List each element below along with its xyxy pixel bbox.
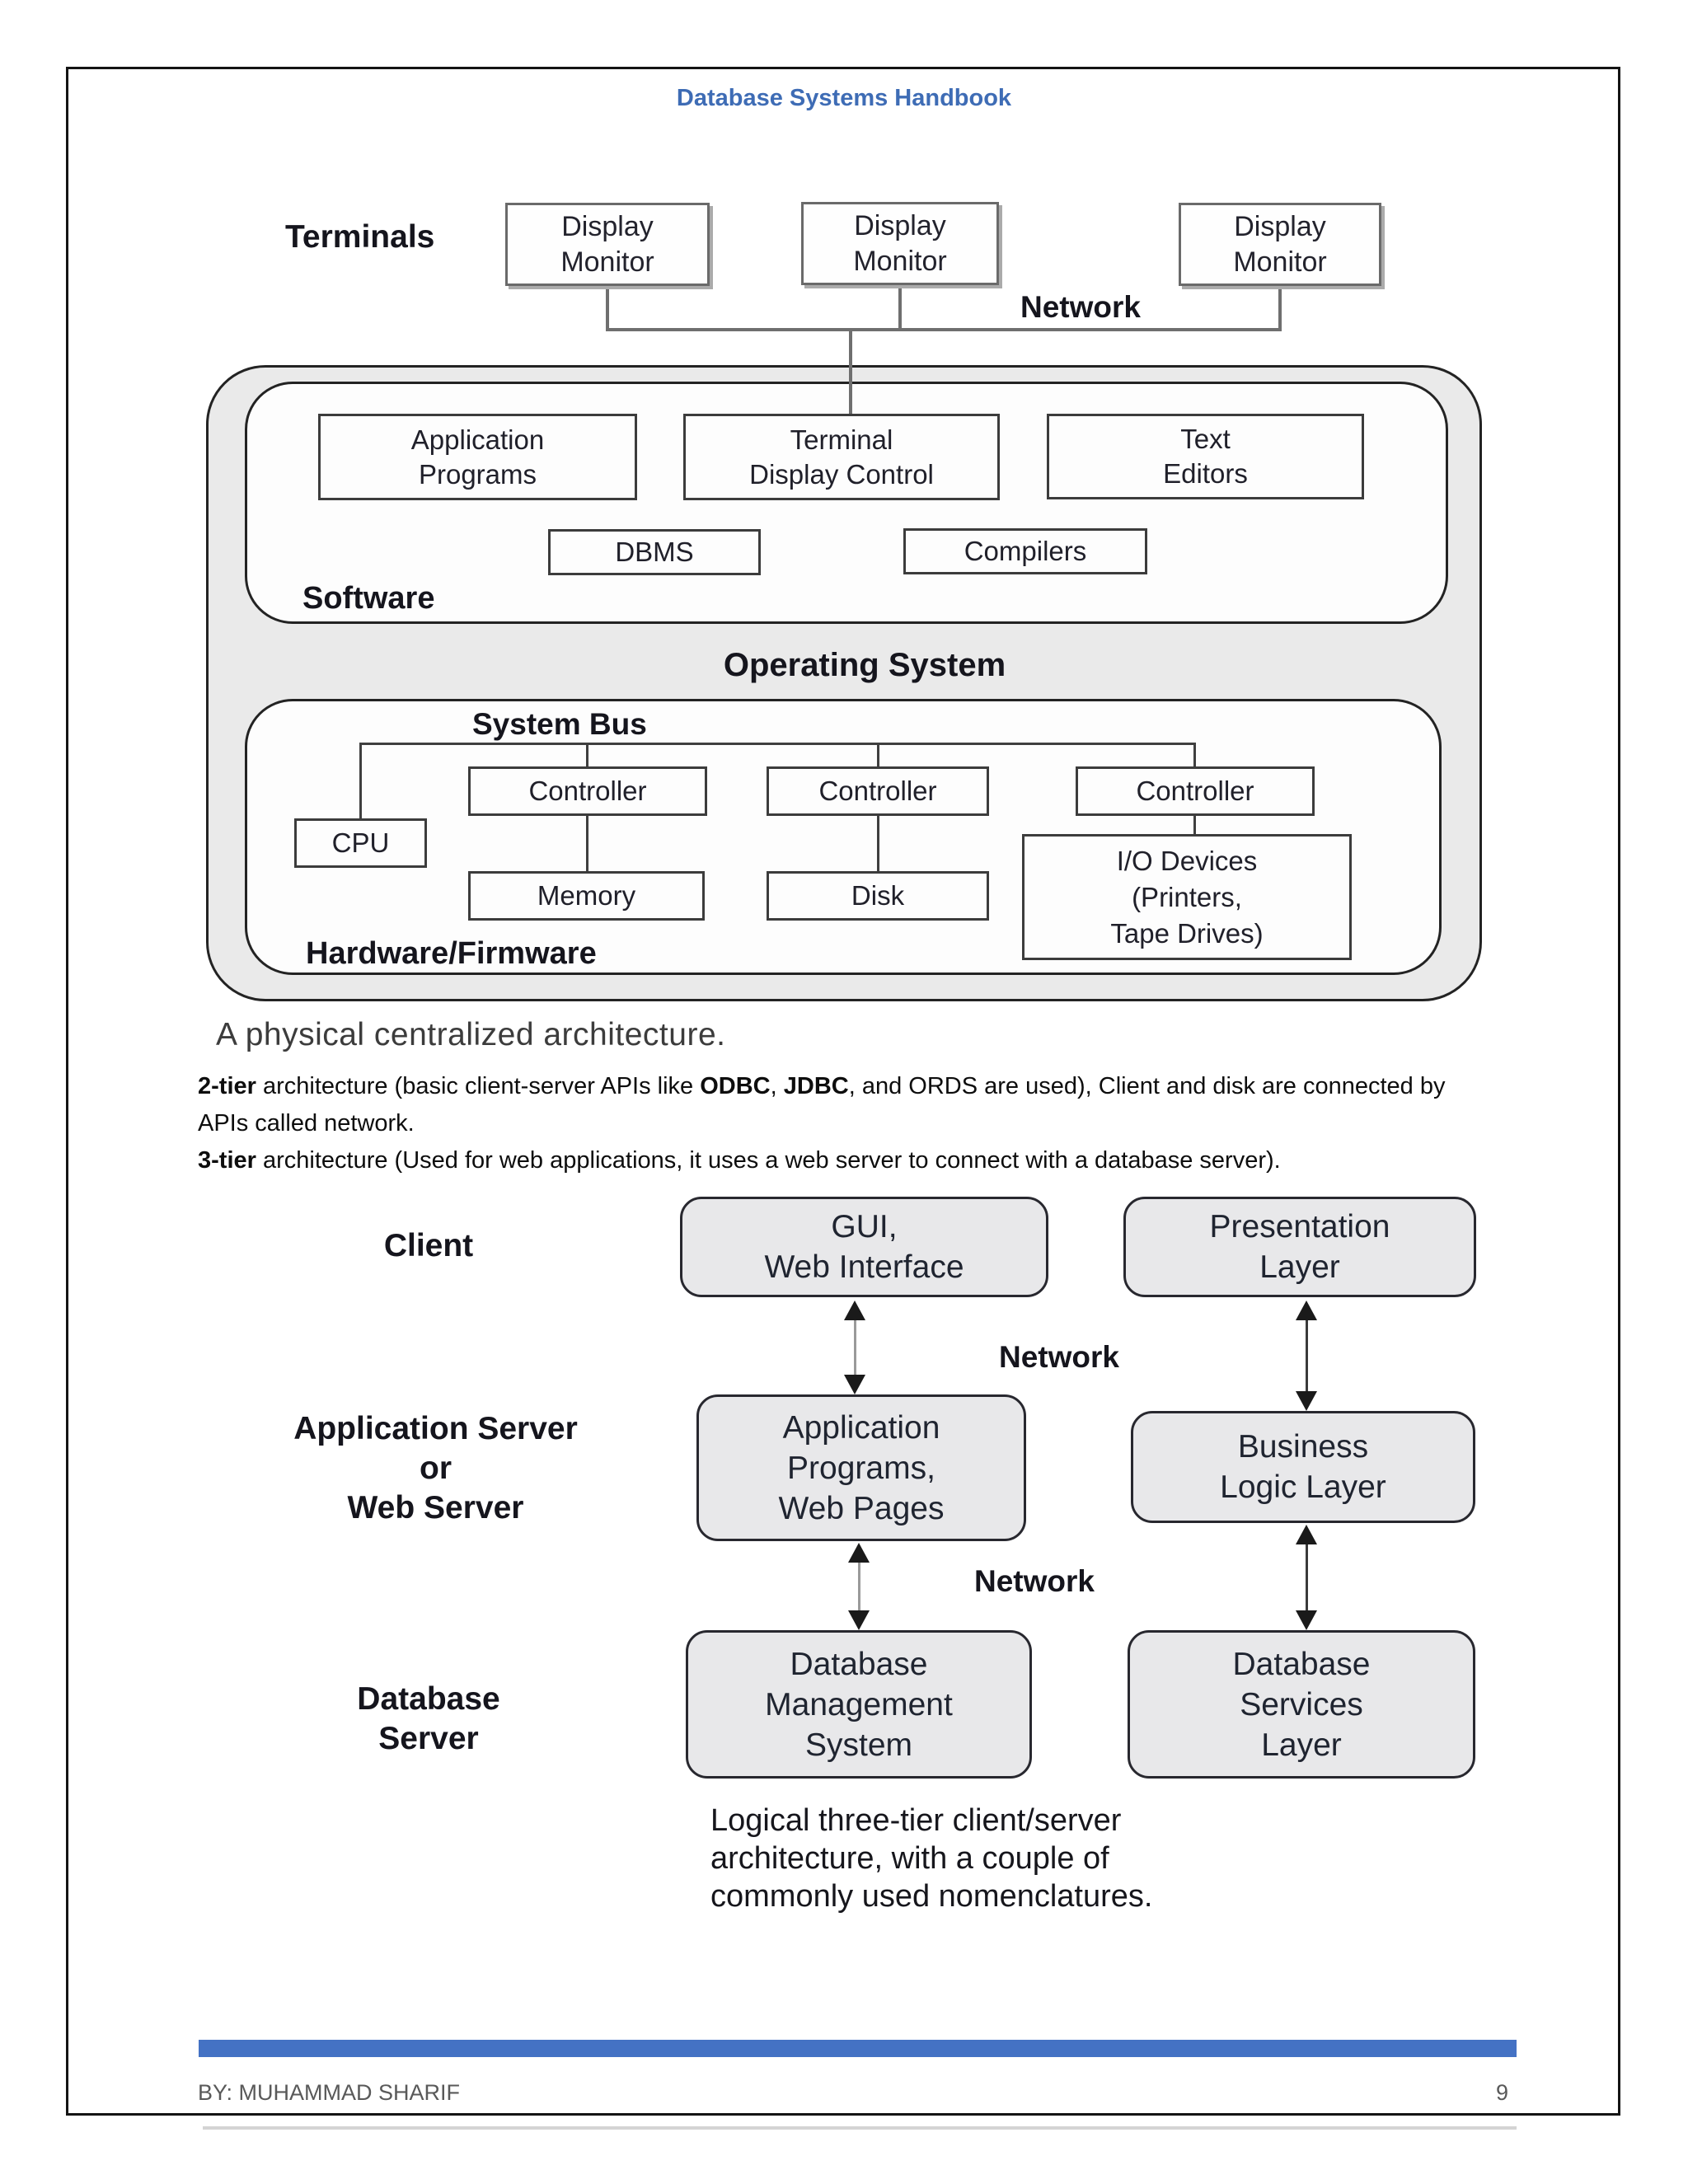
network-label-3: Network bbox=[974, 1564, 1095, 1598]
page-border bbox=[66, 67, 1620, 2116]
network-bus-line bbox=[606, 328, 1282, 331]
app-server-row-label: Application Server or Web Server bbox=[293, 1411, 578, 1526]
application-programs-box: Application Programs bbox=[318, 414, 637, 500]
text-bold: ODBC bbox=[700, 1073, 771, 1099]
figure2-caption: Logical three-tier client/server archite… bbox=[710, 1803, 1153, 1914]
tier-paragraphs: 2-tier architecture (basic client-server… bbox=[198, 1068, 1517, 1179]
business-logic-layer-box: Business Logic Layer bbox=[1131, 1411, 1475, 1523]
connector-line bbox=[1278, 286, 1282, 330]
text-bold: 3-tier bbox=[198, 1147, 256, 1174]
system-bus-label: System Bus bbox=[472, 707, 647, 741]
arrow-head-down bbox=[848, 1610, 870, 1630]
arrow-head-down bbox=[1296, 1610, 1317, 1630]
connector-line bbox=[877, 743, 879, 766]
connector-line bbox=[606, 286, 609, 330]
text-bold: 2-tier bbox=[198, 1073, 256, 1099]
arrow-shaft bbox=[1305, 1544, 1308, 1610]
connector-line bbox=[1193, 816, 1196, 834]
gui-web-interface-box: GUI, Web Interface bbox=[680, 1197, 1048, 1297]
application-programs-web-pages-box: Application Programs, Web Pages bbox=[696, 1394, 1026, 1541]
arrow-head-down bbox=[844, 1375, 865, 1394]
dbms-box: DBMS bbox=[548, 529, 761, 575]
network-label-1: Network bbox=[1020, 290, 1141, 324]
connector-line bbox=[586, 743, 588, 766]
io-devices-box: I/O Devices (Printers, Tape Drives) bbox=[1022, 834, 1352, 960]
double-arrow bbox=[842, 1301, 867, 1394]
footer-page-number: 9 bbox=[1495, 2080, 1508, 2105]
connector-line bbox=[359, 743, 362, 818]
connector-line bbox=[586, 816, 588, 871]
controller-box-1: Controller bbox=[468, 766, 707, 816]
display-monitor-box-1: Display Monitor bbox=[505, 203, 710, 286]
client-row-label: Client bbox=[383, 1228, 474, 1263]
arrow-head-up bbox=[1296, 1301, 1317, 1320]
memory-box: Memory bbox=[468, 871, 705, 921]
hardware-firmware-label: Hardware/Firmware bbox=[306, 936, 597, 971]
operating-system-label: Operating System bbox=[723, 647, 1006, 683]
database-services-layer-box: Database Services Layer bbox=[1128, 1630, 1475, 1779]
display-monitor-box-3: Display Monitor bbox=[1179, 203, 1381, 286]
presentation-layer-box: Presentation Layer bbox=[1123, 1197, 1476, 1297]
text-bold: JDBC bbox=[783, 1073, 849, 1099]
page-title: Database Systems Handbook bbox=[676, 85, 1012, 111]
text-run: , and ORDS are used), Client and disk ar… bbox=[198, 1073, 1446, 1137]
system-bus-line bbox=[360, 743, 1196, 745]
disk-box: Disk bbox=[767, 871, 989, 921]
connector-line bbox=[1193, 743, 1196, 766]
compilers-box: Compilers bbox=[903, 528, 1147, 574]
arrow-head-down bbox=[1296, 1391, 1317, 1411]
connector-line bbox=[877, 816, 879, 871]
footer-accent-bar bbox=[199, 2040, 1517, 2057]
text-run: architecture (Used for web applications,… bbox=[256, 1147, 1281, 1174]
arrow-head-up bbox=[848, 1543, 870, 1563]
figure1-caption: A physical centralized architecture. bbox=[216, 1017, 726, 1052]
arrow-shaft bbox=[1305, 1320, 1308, 1391]
controller-box-3: Controller bbox=[1076, 766, 1315, 816]
database-management-system-box: Database Management System bbox=[686, 1630, 1032, 1779]
connector-line bbox=[898, 286, 902, 330]
double-arrow bbox=[1294, 1301, 1319, 1411]
arrow-shaft bbox=[857, 1563, 860, 1610]
network-label-2: Network bbox=[999, 1340, 1119, 1374]
text-run: , bbox=[770, 1073, 784, 1099]
text-editors-box: Text Editors bbox=[1047, 414, 1364, 499]
terminals-label: Terminals bbox=[285, 219, 435, 255]
cpu-box: CPU bbox=[294, 818, 427, 868]
double-arrow bbox=[846, 1543, 871, 1630]
arrow-head-up bbox=[844, 1301, 865, 1320]
software-label: Software bbox=[302, 581, 435, 616]
footer-author: BY: MUHAMMAD SHARIF bbox=[198, 2080, 461, 2105]
arrow-head-up bbox=[1296, 1525, 1317, 1544]
controller-box-2: Controller bbox=[767, 766, 989, 816]
arrow-shaft bbox=[853, 1320, 856, 1375]
database-server-row-label: Database Server bbox=[357, 1681, 500, 1756]
connector-line bbox=[849, 328, 852, 416]
terminal-display-control-box: Terminal Display Control bbox=[683, 414, 1000, 500]
page-edge-shadow-line bbox=[203, 2126, 1517, 2130]
text-run: architecture (basic client-server APIs l… bbox=[256, 1073, 701, 1099]
display-monitor-box-2: Display Monitor bbox=[801, 202, 999, 285]
double-arrow bbox=[1294, 1525, 1319, 1630]
